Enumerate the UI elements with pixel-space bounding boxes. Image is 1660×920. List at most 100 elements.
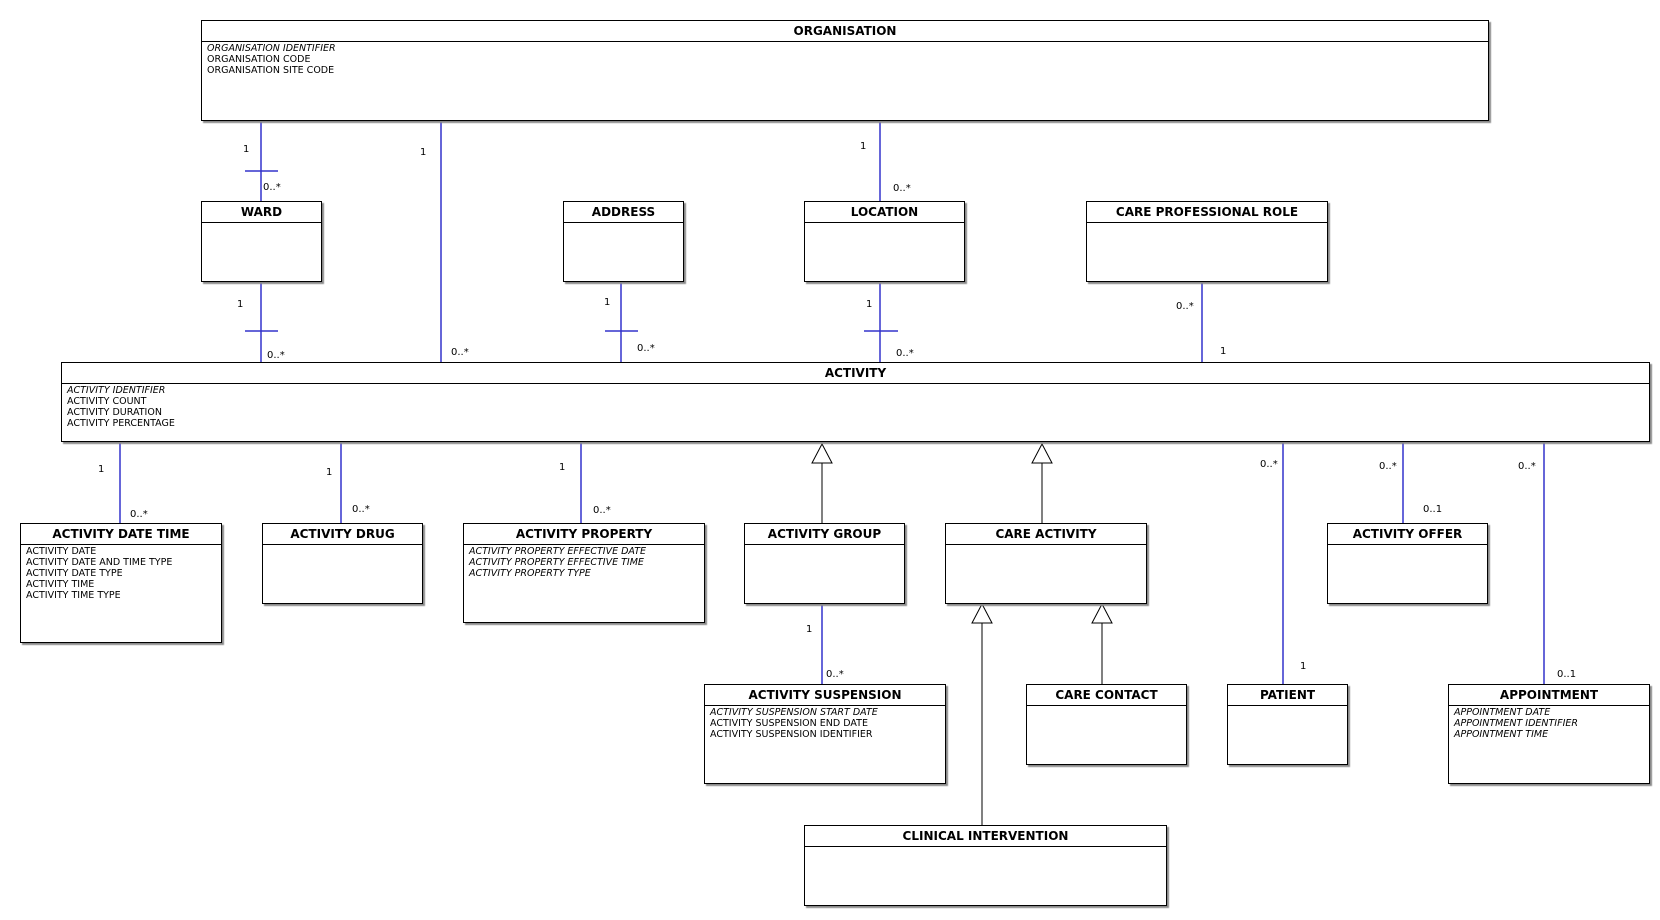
multiplicity-label: 0..1 [1557, 669, 1577, 680]
class-attribute: ACTIVITY COUNT [67, 396, 147, 407]
multiplicity-label: 0..* [130, 509, 148, 520]
class-attribute: APPOINTMENT DATE [1454, 707, 1551, 718]
class-name: ACTIVITY PROPERTY [464, 524, 704, 545]
class-attribute: ACTIVITY PROPERTY EFFECTIVE DATE [469, 546, 647, 557]
class-attribute: ACTIVITY TIME TYPE [26, 590, 121, 601]
generalization-arrow-icon [1031, 442, 1053, 464]
class-name: ACTIVITY DATE TIME [21, 524, 221, 545]
class-name: PATIENT [1228, 685, 1347, 706]
multiplicity-label: 1 [559, 462, 566, 473]
multiplicity-label: 0..* [1379, 461, 1397, 472]
class-ward[interactable]: WARD [201, 201, 322, 282]
multiplicity-label: 0..* [1260, 459, 1278, 470]
class-name: ACTIVITY DRUG [263, 524, 422, 545]
generalization-arrow-icon [811, 442, 833, 464]
class-name: ACTIVITY SUSPENSION [705, 685, 945, 706]
class-attributes [745, 545, 904, 547]
class-attribute: ACTIVITY DATE TYPE [26, 568, 123, 579]
multiplicity-label: 0..* [893, 183, 911, 194]
multiplicity-label: 1 [98, 464, 105, 475]
class-name: CARE CONTACT [1027, 685, 1186, 706]
class-attributes [564, 223, 683, 225]
class-attributes [1087, 223, 1327, 225]
multiplicity-label: 0..* [263, 182, 281, 193]
class-attribute: ORGANISATION CODE [207, 54, 311, 65]
multiplicity-label: 1 [243, 144, 250, 155]
class-attribute: ACTIVITY PERCENTAGE [67, 418, 175, 429]
multiplicity-label: 1 [1220, 346, 1227, 357]
generalization-arrow-icon [971, 602, 993, 624]
class-clinical-intervention[interactable]: CLINICAL INTERVENTION [804, 825, 1167, 906]
class-name: APPOINTMENT [1449, 685, 1649, 706]
class-attribute: ACTIVITY PROPERTY EFFECTIVE TIME [469, 557, 644, 568]
class-activity-drug[interactable]: ACTIVITY DRUG [262, 523, 423, 604]
multiplicity-label: 1 [326, 467, 333, 478]
class-name: WARD [202, 202, 321, 223]
multiplicity-label: 0..* [1518, 461, 1536, 472]
class-name: CARE PROFESSIONAL ROLE [1087, 202, 1327, 223]
class-name: CARE ACTIVITY [946, 524, 1146, 545]
multiplicity-label: 1 [420, 147, 427, 158]
class-attribute: ACTIVITY DURATION [67, 407, 162, 418]
class-attribute: ACTIVITY PROPERTY TYPE [469, 568, 591, 579]
class-attributes [1228, 706, 1347, 708]
class-attribute: APPOINTMENT TIME [1454, 729, 1549, 740]
multiplicity-label: 0..* [896, 348, 914, 359]
class-attribute: ORGANISATION SITE CODE [207, 65, 335, 76]
generalization-arrow-icon [1091, 602, 1113, 624]
class-activity-offer[interactable]: ACTIVITY OFFER [1327, 523, 1488, 604]
multiplicity-label: 1 [860, 141, 867, 152]
multiplicity-label: 1 [604, 297, 611, 308]
class-attribute: ACTIVITY SUSPENSION START DATE [710, 707, 878, 718]
class-attribute: ACTIVITY TIME [26, 579, 95, 590]
multiplicity-label: 0..* [637, 343, 655, 354]
class-patient[interactable]: PATIENT [1227, 684, 1348, 765]
multiplicity-label: 1 [866, 299, 873, 310]
class-name: ADDRESS [564, 202, 683, 223]
class-care-activity[interactable]: CARE ACTIVITY [945, 523, 1147, 604]
class-care-professional-role[interactable]: CARE PROFESSIONAL ROLE [1086, 201, 1328, 282]
class-name: ACTIVITY GROUP [745, 524, 904, 545]
class-name: LOCATION [805, 202, 964, 223]
multiplicity-label: 0..* [593, 505, 611, 516]
class-attribute: ACTIVITY IDENTIFIER [67, 385, 166, 396]
class-location[interactable]: LOCATION [804, 201, 965, 282]
class-name: ACTIVITY [62, 363, 1649, 384]
class-attributes [946, 545, 1146, 547]
multiplicity-label: 1 [237, 299, 244, 310]
class-attributes [805, 223, 964, 225]
multiplicity-label: 0..* [1176, 301, 1194, 312]
class-attribute: APPOINTMENT IDENTIFIER [1454, 718, 1578, 729]
multiplicity-label: 0..1 [1423, 504, 1443, 515]
class-attribute: ORGANISATION IDENTIFIER [207, 43, 336, 54]
class-attributes [263, 545, 422, 547]
multiplicity-label: 1 [1300, 661, 1307, 672]
class-attributes [805, 847, 1166, 849]
multiplicity-label: 0..* [352, 504, 370, 515]
class-address[interactable]: ADDRESS [563, 201, 684, 282]
class-attribute: ACTIVITY SUSPENSION END DATE [710, 718, 868, 729]
class-attributes [1027, 706, 1186, 708]
class-attributes [202, 223, 321, 225]
multiplicity-label: 0..* [826, 669, 844, 680]
multiplicity-label: 1 [806, 624, 813, 635]
class-name: CLINICAL INTERVENTION [805, 826, 1166, 847]
multiplicity-label: 0..* [451, 347, 469, 358]
class-attribute: ACTIVITY SUSPENSION IDENTIFIER [710, 729, 873, 740]
class-care-contact[interactable]: CARE CONTACT [1026, 684, 1187, 765]
class-attribute: ACTIVITY DATE AND TIME TYPE [26, 557, 173, 568]
class-activity-group[interactable]: ACTIVITY GROUP [744, 523, 905, 604]
class-attributes [1328, 545, 1487, 547]
